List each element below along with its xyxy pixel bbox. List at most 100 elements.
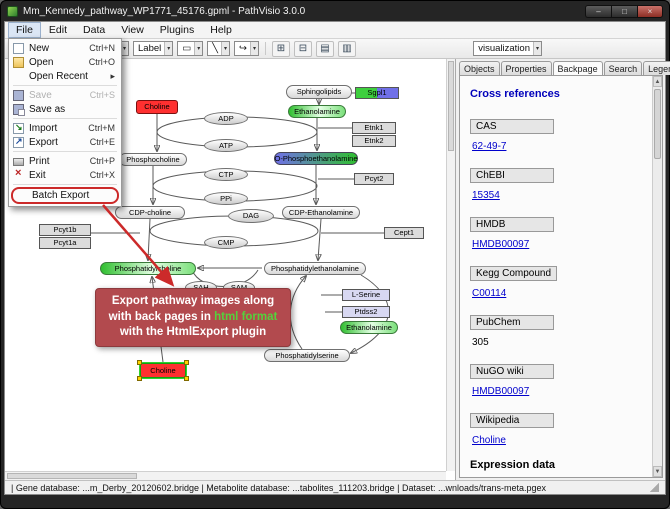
menu-item-label: New	[29, 42, 50, 54]
pathway-node-o-phosphoethanolamine[interactable]: O-Phosphoethanolamine	[274, 152, 358, 165]
pathway-node-phosphatidylserine[interactable]: Phosphatidylserine	[264, 349, 350, 362]
visualization-combo[interactable]: visualization ▾	[473, 41, 542, 56]
xref-value: 305	[472, 337, 489, 348]
tab-legend[interactable]: Legend	[643, 61, 670, 75]
pathway-node-phosphatidylcholine[interactable]: Phosphatidylcholine	[100, 262, 196, 275]
xref-value[interactable]: 62-49-7	[472, 141, 507, 152]
line-tool-combo[interactable]: ╲▾	[207, 41, 231, 56]
pathway-node-dag[interactable]: DAG	[228, 209, 274, 223]
pathway-node-pcyt2[interactable]: Pcyt2	[354, 173, 394, 185]
panel-scrollbar[interactable]: ▲ ▼	[652, 76, 662, 477]
window-title: Mm_Kennedy_pathway_WP1771_45176.gpml - P…	[23, 6, 306, 17]
pathway-node-ppi[interactable]: PPi	[204, 192, 248, 205]
selection-handle[interactable]	[137, 376, 142, 381]
pathway-node-ctp[interactable]: CTP	[204, 168, 248, 181]
selection-handle[interactable]	[137, 360, 142, 365]
side-panel: ObjectsPropertiesBackpageSearchLegend Cr…	[455, 59, 670, 480]
scrollbar-thumb[interactable]	[7, 473, 137, 479]
menu-item-label: Save	[29, 89, 52, 101]
pathway-node-ptdss2[interactable]: Ptdss2	[342, 306, 390, 318]
pathway-node-cept1[interactable]: Cept1	[384, 227, 424, 239]
menu-item-shortcut: Ctrl+N	[89, 43, 115, 53]
export-icon	[13, 136, 24, 148]
menu-plugins[interactable]: Plugins	[159, 24, 195, 36]
canvas-vertical-scrollbar[interactable]	[446, 59, 455, 471]
stack-vertical-button[interactable]: ▤	[316, 40, 334, 57]
tab-properties[interactable]: Properties	[500, 61, 552, 75]
pathway-node-adp[interactable]: ADP	[204, 112, 248, 125]
align-horizontal-button[interactable]: ⊞	[272, 40, 290, 57]
menu-help[interactable]: Help	[210, 24, 232, 36]
resize-grip[interactable]	[650, 483, 659, 492]
menu-view[interactable]: View	[121, 24, 144, 36]
pathway-node-pcyt1b[interactable]: Pcyt1b	[39, 224, 91, 236]
pathway-edge	[289, 276, 306, 350]
file-menu-item-open-recent[interactable]: Open Recent▸	[10, 69, 120, 83]
pathway-node-ethanolamine[interactable]: Ethanolamine	[288, 105, 346, 118]
minimize-button[interactable]: –	[585, 5, 611, 18]
pathway-node-choline[interactable]: Choline	[136, 100, 178, 114]
selection-handle[interactable]	[184, 360, 189, 365]
expression-data-heading: Expression data	[470, 459, 555, 471]
pathway-node-choline[interactable]: Choline	[137, 360, 189, 381]
pathway-node-pcyt1a[interactable]: Pcyt1a	[39, 237, 91, 249]
pathway-node-sphingolipids[interactable]: Sphingolipids	[286, 85, 352, 99]
xref-value[interactable]: Choline	[472, 435, 506, 446]
pathway-node-cdp-ethanolamine[interactable]: CDP-Ethanolamine	[282, 206, 360, 219]
pathway-node-l-serine[interactable]: L-Serine	[342, 289, 390, 301]
align-vertical-button[interactable]: ⊟	[294, 40, 312, 57]
pathway-node-cmp[interactable]: CMP	[204, 236, 248, 249]
pathway-node-sgpl1[interactable]: Sgpl1	[355, 87, 399, 99]
label-tool-combo[interactable]: Label▾	[133, 41, 174, 56]
file-menu-item-batch-export[interactable]: Batch Export	[11, 187, 119, 204]
pathway-node-phosphatidylethanolamine[interactable]: Phosphatidylethanolamine	[264, 262, 366, 275]
connector-tool-combo[interactable]: ↪▾	[234, 41, 259, 56]
scroll-up-icon[interactable]: ▲	[653, 76, 662, 87]
pathway-node-etnk1[interactable]: Etnk1	[352, 122, 396, 134]
menu-data[interactable]: Data	[83, 24, 106, 36]
scrollbar-thumb[interactable]	[654, 89, 661, 159]
maximize-button[interactable]: □	[611, 5, 637, 18]
tab-backpage[interactable]: Backpage	[552, 61, 603, 75]
tab-search[interactable]: Search	[603, 61, 643, 75]
xref-value[interactable]: HMDB00097	[472, 386, 530, 397]
xref-value[interactable]: C00114	[472, 288, 507, 299]
xref-value[interactable]: HMDB00097	[472, 239, 530, 250]
sidebar-tabs: ObjectsPropertiesBackpageSearchLegend	[456, 59, 670, 75]
scrollbar-thumb[interactable]	[448, 61, 454, 151]
selection-handle[interactable]	[184, 376, 189, 381]
scroll-down-icon[interactable]: ▼	[653, 466, 662, 477]
pathway-node-atp[interactable]: ATP	[204, 139, 248, 152]
pathway-node-etnk2[interactable]: Etnk2	[352, 135, 396, 147]
pathway-edge	[318, 218, 322, 260]
save-disk-icon	[13, 89, 24, 101]
chevron-down-icon: ▾	[221, 42, 230, 55]
tab-objects[interactable]: Objects	[459, 61, 500, 75]
pathway-node-cdp-choline[interactable]: CDP-choline	[115, 206, 185, 219]
title-bar: Mm_Kennedy_pathway_WP1771_45176.gpml - P…	[7, 3, 663, 20]
menu-item-label: Import	[29, 122, 58, 134]
file-menu-item-save-as[interactable]: Save as	[10, 102, 120, 116]
canvas-horizontal-scrollbar[interactable]	[5, 471, 446, 480]
shape-tool-combo[interactable]: ▭▾	[177, 41, 204, 56]
file-menu-item-new[interactable]: New Ctrl+N	[10, 41, 120, 55]
menu-edit[interactable]: Edit	[48, 24, 68, 36]
xref-value[interactable]: 15354	[472, 190, 500, 201]
pathway-node-ethanolamine[interactable]: Ethanolamine	[340, 321, 398, 334]
menu-separator	[13, 85, 117, 86]
menu-file[interactable]: File	[8, 22, 41, 38]
close-button[interactable]: ×	[637, 5, 663, 18]
pathway-node-phosphocholine[interactable]: Phosphocholine	[119, 153, 187, 166]
print-icon	[13, 158, 24, 166]
stack-horizontal-button[interactable]: ▥	[338, 40, 356, 57]
menu-item-label: Print	[29, 155, 50, 167]
import-icon	[13, 122, 24, 134]
chevron-down-icon: ▾	[164, 42, 173, 55]
